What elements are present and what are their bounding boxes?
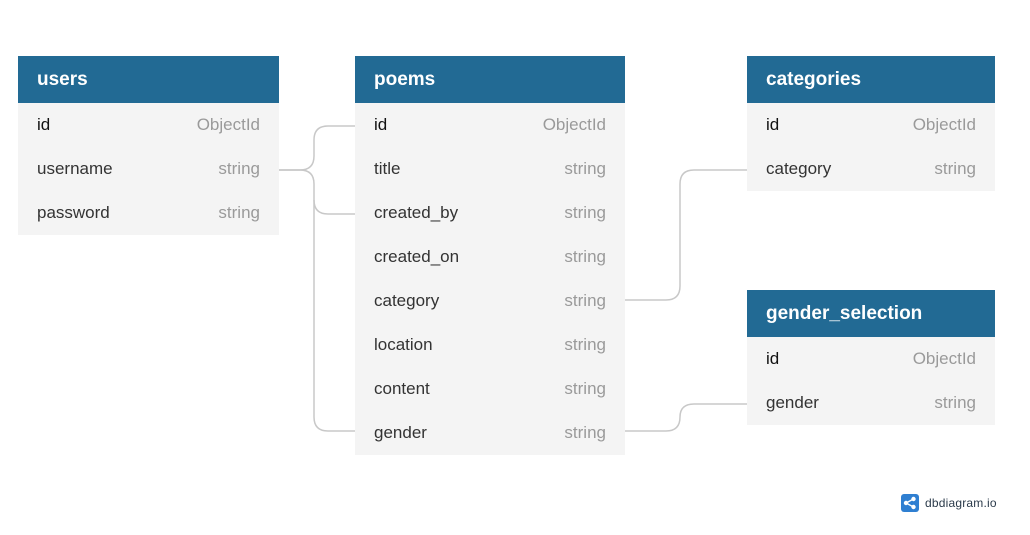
field-row[interactable]: id ObjectId [747, 337, 995, 381]
field-row[interactable]: location string [355, 323, 625, 367]
field-type: ObjectId [542, 115, 606, 134]
field-type: string [934, 159, 976, 178]
table-categories-header[interactable]: categories [747, 56, 995, 103]
field-name: created_on [374, 247, 460, 266]
field-row[interactable]: username string [18, 147, 279, 191]
field-type: string [934, 393, 976, 412]
field-name: category [766, 159, 832, 178]
field-type: string [564, 291, 606, 310]
field-name: category [374, 291, 440, 310]
field-row[interactable]: id ObjectId [18, 103, 279, 147]
table-users[interactable]: users id ObjectId username string passwo… [18, 56, 279, 235]
field-name: title [374, 159, 401, 178]
table-poems-header[interactable]: poems [355, 56, 625, 103]
field-row[interactable]: gender string [355, 411, 625, 455]
field-type: string [218, 203, 260, 222]
field-type: string [564, 203, 606, 222]
field-row[interactable]: category string [355, 279, 625, 323]
field-type: string [564, 379, 606, 398]
relation-poems-gender-gender-selection-gender [625, 403, 747, 432]
relation-poems-category-categories-category [625, 169, 747, 301]
field-name: location [374, 335, 433, 354]
field-name: username [37, 159, 113, 178]
field-row[interactable]: content string [355, 367, 625, 411]
field-row[interactable]: created_on string [355, 235, 625, 279]
field-name: created_by [374, 203, 459, 222]
field-name: id [37, 115, 51, 134]
field-type: string [564, 423, 606, 442]
field-type: ObjectId [912, 349, 976, 368]
field-type: ObjectId [196, 115, 260, 134]
field-row[interactable]: password string [18, 191, 279, 235]
field-row[interactable]: gender string [747, 381, 995, 425]
field-name: gender [374, 423, 427, 442]
field-row[interactable]: category string [747, 147, 995, 191]
field-type: string [564, 335, 606, 354]
table-poems[interactable]: poems id ObjectId title string created_b… [355, 56, 625, 455]
table-gender-selection-header[interactable]: gender_selection [747, 290, 995, 337]
field-type: string [218, 159, 260, 178]
field-row[interactable]: title string [355, 147, 625, 191]
field-type: string [564, 247, 606, 266]
field-row[interactable]: created_by string [355, 191, 625, 235]
relation-users-username-poems-id [279, 125, 355, 171]
field-name: id [766, 349, 780, 368]
relation-users-username-poems-gender [313, 200, 355, 432]
field-type: ObjectId [912, 115, 976, 134]
share-icon [901, 494, 919, 512]
field-type: string [564, 159, 606, 178]
brand-watermark[interactable]: dbdiagram.io [901, 493, 997, 513]
field-name: id [374, 115, 388, 134]
table-gender-selection[interactable]: gender_selection id ObjectId gender stri… [747, 290, 995, 425]
table-users-header[interactable]: users [18, 56, 279, 103]
table-categories[interactable]: categories id ObjectId category string [747, 56, 995, 191]
field-name: password [37, 203, 110, 222]
field-row[interactable]: id ObjectId [355, 103, 625, 147]
field-name: gender [766, 393, 819, 412]
field-row[interactable]: id ObjectId [747, 103, 995, 147]
brand-text: dbdiagram.io [925, 496, 997, 510]
field-name: content [374, 379, 430, 398]
field-name: id [766, 115, 780, 134]
relation-users-username-poems-created-by [279, 169, 355, 215]
